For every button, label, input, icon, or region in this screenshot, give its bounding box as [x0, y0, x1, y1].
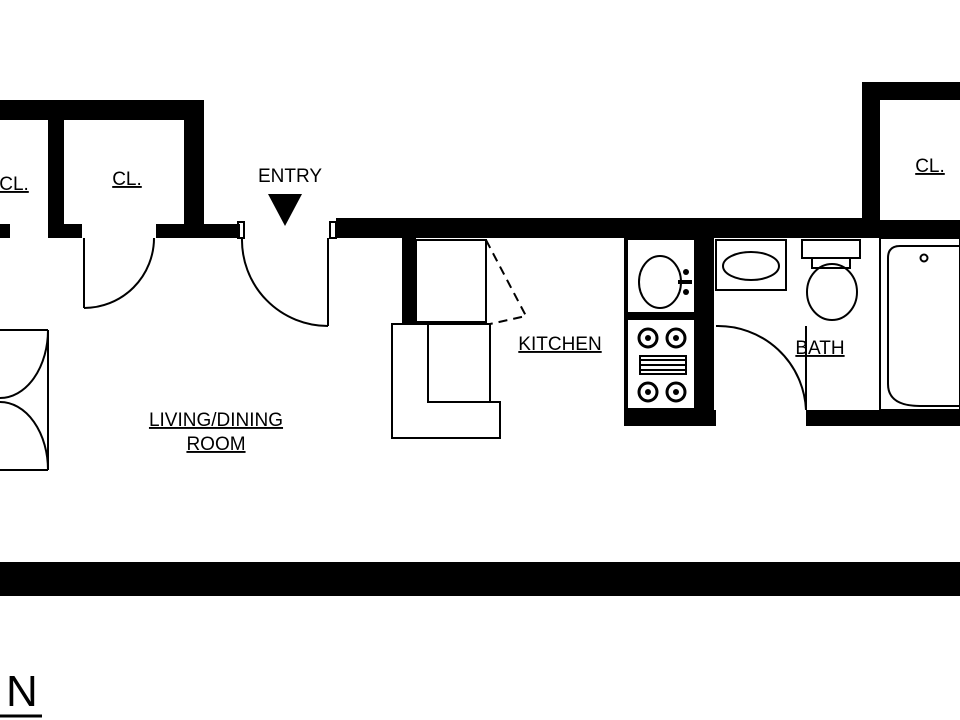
stove [624, 316, 698, 412]
label-living-line1: LIVING/DINING [149, 410, 283, 431]
doors [0, 237, 807, 471]
label-living-line2: ROOM [186, 434, 245, 455]
refrigerator-door-swing [485, 239, 528, 325]
stove-grill [639, 355, 687, 375]
label-bath: BATH [795, 338, 844, 359]
label-closet-mid: CL. [112, 169, 142, 190]
room-labels: CL. CL. ENTRY KITCHEN BATH CL. LIVING/DI… [0, 156, 945, 716]
bath-fixtures [715, 237, 960, 411]
kitchen-fixtures [391, 236, 698, 439]
exterior-wall [0, 562, 960, 596]
kitchen-bottom-wall [624, 410, 716, 426]
bathtub [879, 237, 960, 411]
drain-icon [919, 253, 929, 263]
burner-icon [637, 381, 659, 403]
jamb [237, 221, 245, 239]
counter [391, 323, 501, 439]
refrigerator [415, 239, 487, 323]
bathtub-basin [887, 245, 960, 407]
sink-basin [638, 255, 682, 309]
counter-edge [428, 323, 491, 402]
label-closet-left: CL. [0, 174, 29, 195]
tap-icon [683, 269, 689, 275]
burner-icon [665, 381, 687, 403]
closet-door-swing [83, 237, 155, 309]
right-closet-left-wall [862, 82, 880, 232]
label-edge-letter: N [6, 667, 38, 716]
toilet-base [811, 257, 851, 269]
left-door-swing [0, 329, 49, 399]
burner-icon [637, 327, 659, 349]
label-entry: ENTRY [258, 166, 322, 187]
kitchen-sink [624, 236, 698, 316]
burners [637, 327, 687, 403]
jamb [329, 221, 337, 239]
bath-partition-wall [696, 238, 714, 426]
bath-door-swing [715, 324, 807, 411]
wall-segment [156, 224, 240, 238]
closet-right-wall [184, 120, 204, 230]
wall-segment [48, 224, 82, 238]
door-jambs [237, 221, 337, 239]
toilet-bowl [806, 263, 858, 321]
burner-icon [665, 327, 687, 349]
tap-icon [683, 289, 689, 295]
walls [0, 82, 960, 596]
vanity [715, 239, 787, 291]
corridor-wall [336, 218, 876, 238]
label-closet-right: CL. [915, 156, 945, 177]
toilet-tank [801, 239, 861, 259]
refrigerator-wall [402, 238, 416, 324]
closet-partition-wall [48, 120, 64, 230]
entry-door-swing [240, 237, 329, 327]
bath-bottom-wall [806, 410, 960, 426]
entry-arrow-icon [268, 194, 302, 226]
wall-segment [0, 224, 10, 238]
right-closet-top-wall [862, 82, 960, 100]
right-closet-bottom-wall [876, 220, 960, 238]
label-kitchen: KITCHEN [518, 334, 601, 355]
vanity-basin [722, 251, 780, 281]
left-door-swing [0, 401, 49, 471]
closet-top-wall [0, 100, 204, 120]
